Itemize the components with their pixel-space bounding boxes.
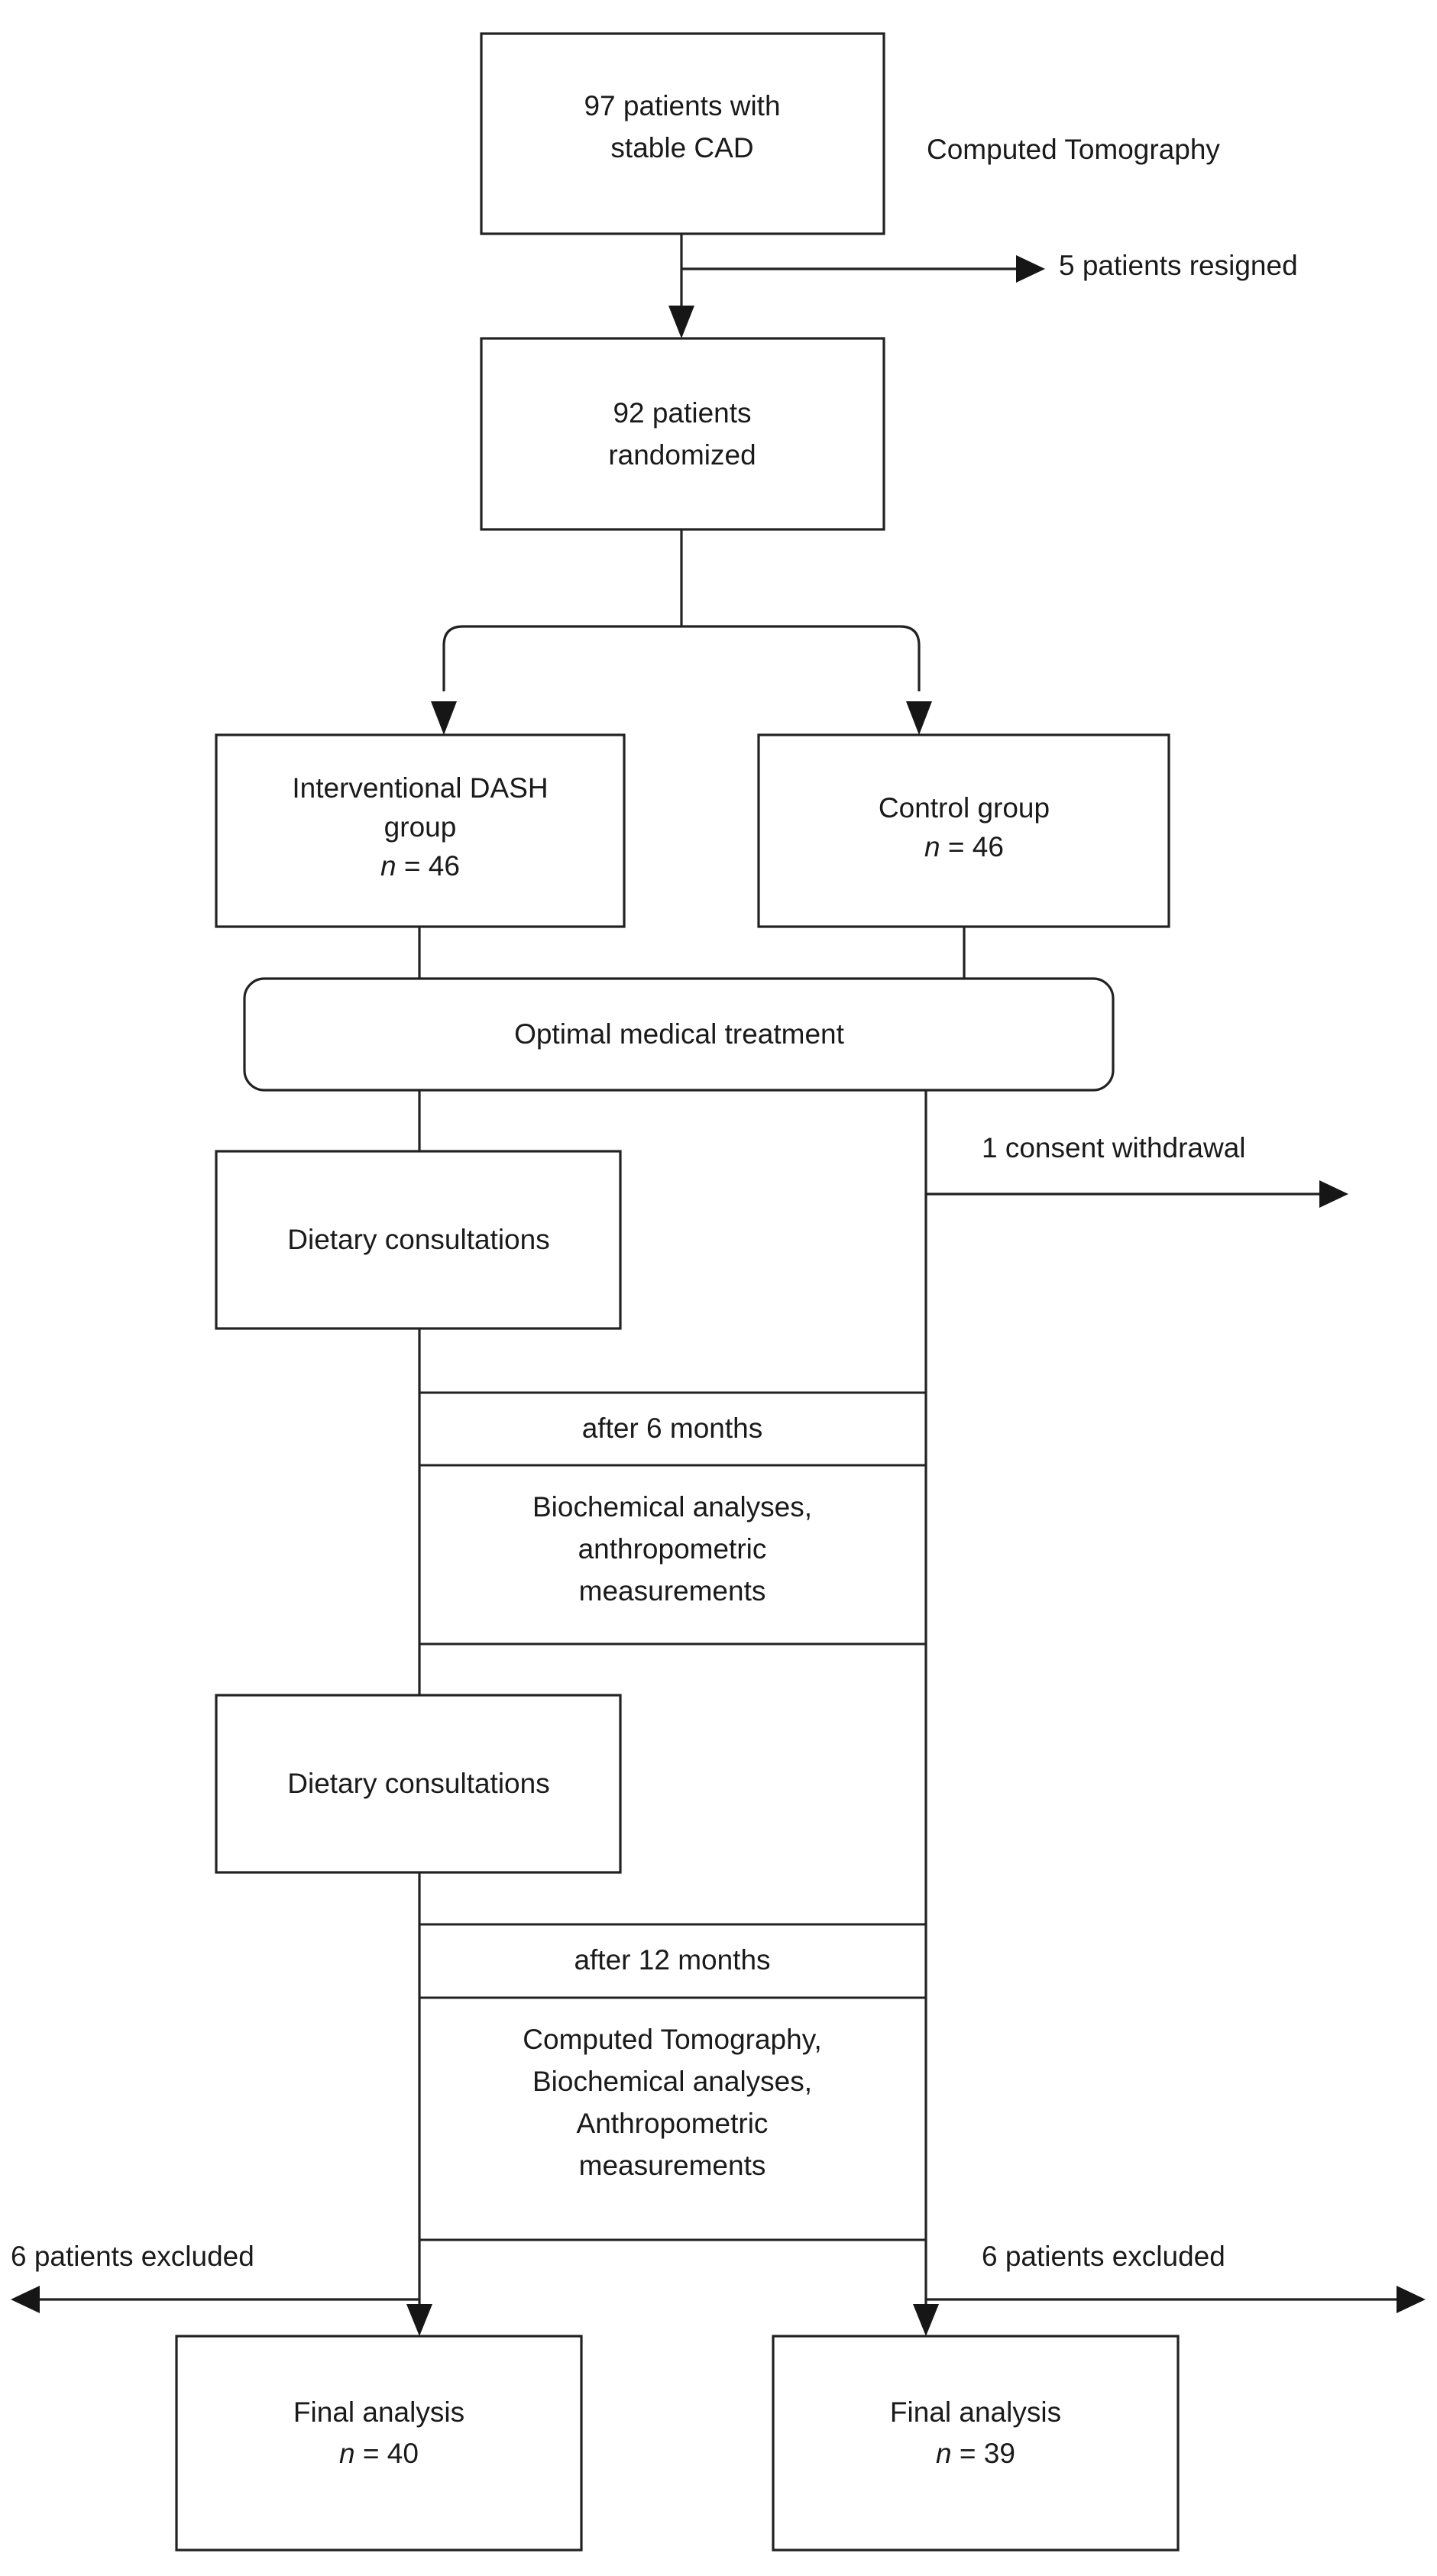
node-randomized-line1: 92 patients [613,397,751,429]
node-final-analysis-right-n-symbol: n [936,2438,952,2469]
arrowhead-consent-withdrawal [1319,1180,1348,1208]
node-final-analysis-right-n: n = 39 [936,2438,1015,2469]
node-final-analysis-left-n-value: = 40 [355,2438,419,2469]
arrowhead-randomized [668,306,694,338]
label-assessment-6m-line1: Biochemical analyses, [532,1491,812,1523]
node-final-analysis-right-box[interactable] [772,2335,1180,2552]
node-final-analysis-left-line1: Final analysis [293,2396,464,2428]
node-dash-group-line1: Interventional DASH [292,772,548,804]
node-enrollment-line1: 97 patients with [584,90,780,121]
label-computed-tomography-baseline: Computed Tomography [927,134,1220,165]
node-dash-group-n-value: = 46 [396,850,460,882]
arrowhead-control-group [906,701,932,735]
node-randomized-line2: randomized [608,439,756,471]
node-control-group-n-symbol: n [924,831,940,862]
node-dash-group-box[interactable] [215,733,626,928]
arrowhead-excluded-left [11,2286,40,2313]
node-final-analysis-left-box[interactable] [175,2335,583,2552]
node-final-analysis-right-n-value: = 39 [952,2438,1015,2469]
label-assessment-12m-line1: Computed Tomography, [523,2024,821,2055]
node-final-analysis-left-n-symbol: n [339,2438,355,2469]
node-final-analysis-right-line1: Final analysis [890,2396,1061,2428]
label-excluded-right: 6 patients excluded [982,2241,1225,2272]
arrowhead-resigned [1016,255,1045,283]
node-enrollment-line2: stable CAD [610,132,753,163]
node-dash-group-line2: group [384,811,457,843]
label-assessment-6m-line3: measurements [579,1575,766,1607]
node-dietary-consultations-1-label: Dietary consultations [287,1224,549,1255]
label-assessment-6m-line2: anthropometric [578,1533,767,1565]
node-control-group-line1: Control group [879,792,1050,824]
label-assessment-12m-line2: Biochemical analyses, [532,2066,812,2097]
node-control-group-box[interactable] [757,733,1170,928]
label-excluded-left: 6 patients excluded [11,2241,254,2272]
node-enrollment-box[interactable] [480,32,885,235]
label-assessment-12m-line4: measurements [579,2150,766,2181]
connector-split-bar [442,625,921,691]
node-dietary-consultations-1-box[interactable] [215,1150,622,1330]
node-optimal-treatment-label: Optimal medical treatment [514,1018,845,1050]
label-1-consent-withdrawal: 1 consent withdrawal [982,1132,1246,1163]
label-after-6-months: after 6 months [582,1413,763,1444]
node-final-analysis-left-n: n = 40 [339,2438,419,2469]
node-randomized-box[interactable] [480,337,885,531]
node-control-group-n-value: = 46 [940,831,1004,862]
node-dash-group-n: n = 46 [380,850,460,882]
node-dietary-consultations-2-label: Dietary consultations [287,1768,549,1799]
node-dietary-consultations-2-box[interactable] [215,1694,622,1874]
arrowhead-final-analysis-left [406,2304,432,2336]
node-optimal-treatment-box[interactable] [243,977,1115,1092]
arrowhead-excluded-right [1397,2286,1426,2313]
arrowhead-final-analysis-right [913,2304,939,2336]
node-dash-group-n-symbol: n [380,850,396,882]
label-assessment-12m-line3: Anthropometric [577,2108,769,2139]
label-5-patients-resigned: 5 patients resigned [1059,250,1298,281]
arrowhead-dash-group [431,701,457,735]
node-control-group-n: n = 46 [924,831,1004,862]
label-after-12-months: after 12 months [574,1944,770,1976]
